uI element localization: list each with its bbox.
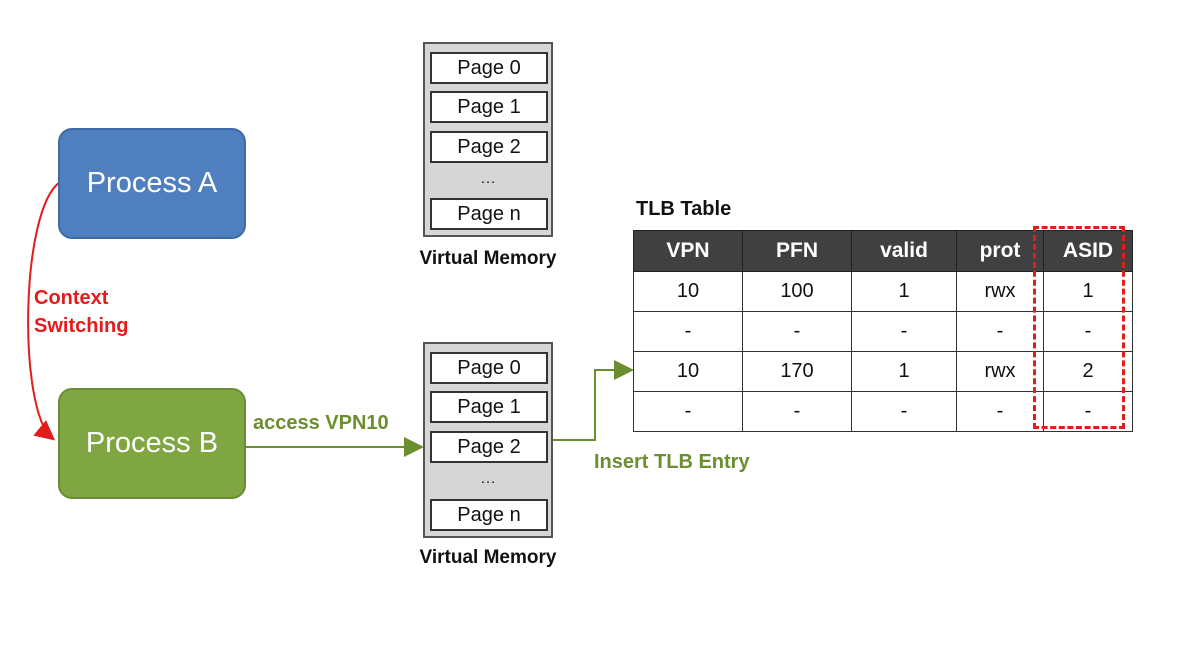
process-a-label: Process A — [86, 167, 218, 199]
virtual-memory-a: Page 0 Page 1 Page 2 … Page n — [423, 42, 553, 237]
page-ellipsis: … — [480, 170, 496, 187]
tlb-cell: - — [1043, 391, 1133, 432]
page-1: Page 1 — [430, 91, 548, 123]
page-ellipsis: … — [480, 470, 496, 487]
tlb-cell: - — [742, 391, 852, 432]
context-switching-label: Context Switching — [34, 284, 128, 340]
tlb-cell: 100 — [742, 271, 852, 312]
tlb-cell: - — [956, 391, 1044, 432]
tlb-cell: - — [851, 391, 957, 432]
tlb-cell: 170 — [742, 351, 852, 392]
tlb-cell: 2 — [1043, 351, 1133, 392]
tlb-cell: 1 — [1043, 271, 1133, 312]
tlb-header-pfn: PFN — [742, 230, 852, 272]
virtual-memory-a-label: Virtual Memory — [419, 248, 557, 269]
virtual-memory-b-label: Virtual Memory — [419, 547, 557, 568]
page-0: Page 0 — [430, 352, 548, 384]
tlb-cell: rwx — [956, 351, 1044, 392]
insert-tlb-entry-label: Insert TLB Entry — [594, 451, 750, 473]
page-2: Page 2 — [430, 431, 548, 463]
tlb-row: - - - - - — [633, 311, 1133, 352]
tlb-cell: 10 — [633, 351, 743, 392]
tlb-cell: 10 — [633, 271, 743, 312]
tlb-table-title: TLB Table — [636, 198, 732, 220]
page-1: Page 1 — [430, 391, 548, 423]
page-n: Page n — [430, 198, 548, 230]
tlb-cell: rwx — [956, 271, 1044, 312]
context-switching-line2: Switching — [34, 315, 129, 337]
virtual-memory-b: Page 0 Page 1 Page 2 … Page n — [423, 342, 553, 538]
page-0: Page 0 — [430, 52, 548, 84]
tlb-header-asid: ASID — [1043, 230, 1133, 272]
tlb-cell: 1 — [851, 351, 957, 392]
tlb-header-valid: valid — [851, 230, 957, 272]
process-b-box: Process B — [58, 388, 246, 499]
tlb-row: - - - - - — [633, 391, 1133, 432]
page-n: Page n — [430, 499, 548, 531]
tlb-cell: - — [633, 391, 743, 432]
tlb-table: VPN PFN valid prot ASID 10 100 1 rwx 1 -… — [633, 230, 1133, 432]
tlb-header-row: VPN PFN valid prot ASID — [633, 230, 1133, 272]
tlb-cell: - — [633, 311, 743, 352]
access-vpn-label: access VPN10 — [253, 412, 389, 434]
page-2: Page 2 — [430, 131, 548, 163]
tlb-cell: - — [956, 311, 1044, 352]
tlb-header-vpn: VPN — [633, 230, 743, 272]
insert-arrow — [553, 360, 634, 441]
tlb-header-prot: prot — [956, 230, 1044, 272]
process-a-box: Process A — [58, 128, 246, 239]
context-switch-arrow — [27, 181, 61, 441]
tlb-cell: - — [1043, 311, 1133, 352]
tlb-cell: 1 — [851, 271, 957, 312]
asid-highlight-box — [1033, 226, 1125, 429]
process-b-label: Process B — [85, 427, 219, 459]
tlb-row: 10 100 1 rwx 1 — [633, 271, 1133, 312]
tlb-cell: - — [851, 311, 957, 352]
context-switching-line1: Context — [34, 287, 109, 309]
tlb-cell: - — [742, 311, 852, 352]
tlb-row: 10 170 1 rwx 2 — [633, 351, 1133, 392]
